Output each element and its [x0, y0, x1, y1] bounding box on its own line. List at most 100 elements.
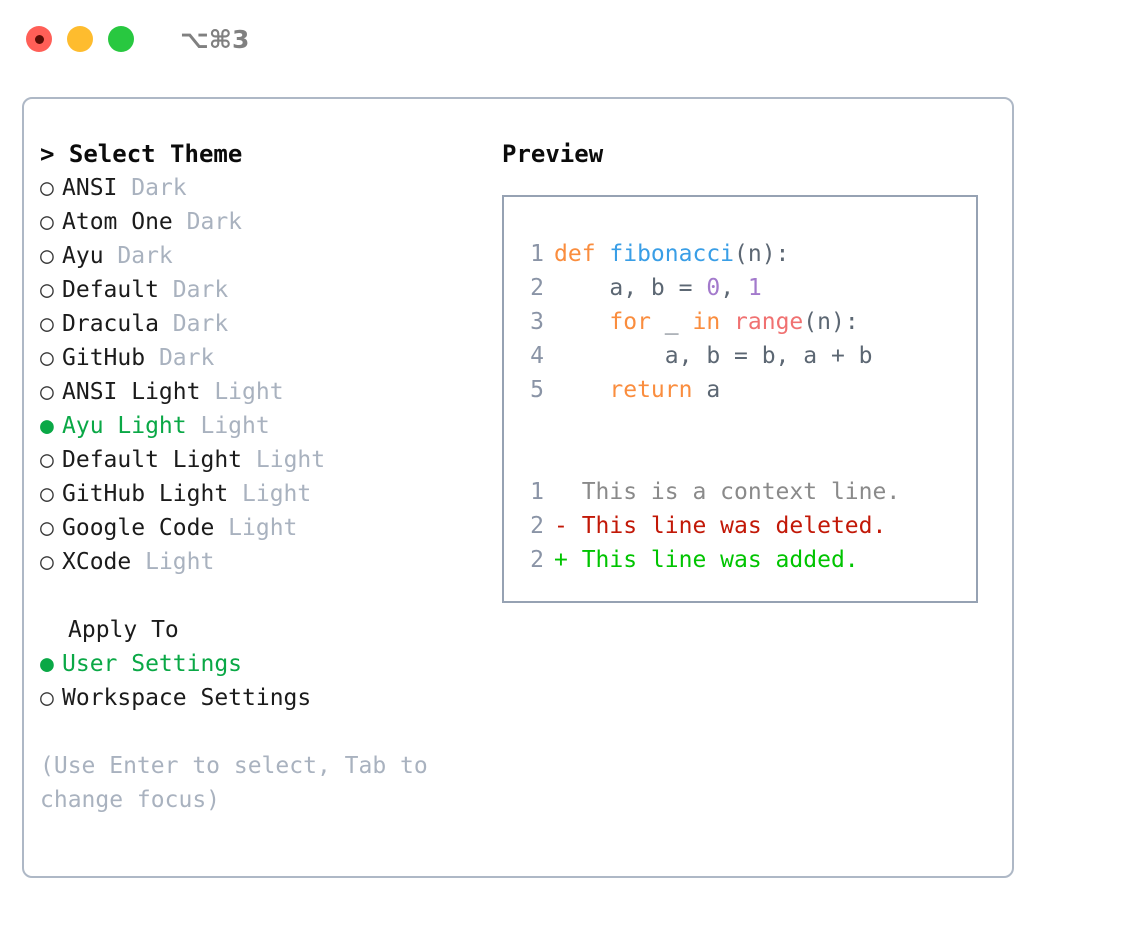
- apply-to-option-label: Workspace Settings: [62, 685, 312, 711]
- theme-option-github[interactable]: ○GitHub Dark: [40, 341, 470, 375]
- theme-variant-tag: Dark: [172, 277, 229, 303]
- apply-to-option-workspace-settings[interactable]: ○ Workspace Settings: [40, 681, 470, 715]
- radio-selected-icon: ●: [40, 413, 54, 439]
- theme-option-google-code[interactable]: ○ Google Code Light: [40, 511, 470, 545]
- spacer: [518, 407, 976, 441]
- maximize-button[interactable]: [108, 26, 134, 52]
- theme-option-ansi-light[interactable]: ○ ANSI Light Light: [40, 375, 470, 409]
- token-num: 0: [706, 275, 721, 301]
- radio-unselected-icon: ○: [40, 345, 54, 371]
- token-pln: (n):: [803, 309, 859, 335]
- code-text: return a: [554, 373, 720, 407]
- apply-to-option-user-settings[interactable]: ● User Settings: [40, 647, 470, 681]
- token-pln: a, b: [554, 275, 679, 301]
- token-num: 1: [747, 275, 762, 301]
- code-text: a, b = b, a + b: [554, 339, 873, 373]
- code-line: 2 a, b = 0, 1: [518, 271, 976, 305]
- theme-option-default-light[interactable]: ○ Default Light Light: [40, 443, 470, 477]
- theme-option-label: ANSI: [62, 175, 132, 201]
- theme-option-default[interactable]: ○ Default Dark: [40, 273, 470, 307]
- spacer: [40, 579, 470, 613]
- theme-variant-tag: Dark: [186, 209, 243, 235]
- diff-line-ctx: 1 This is a context line.: [518, 475, 976, 509]
- theme-variant-tag: Dark: [117, 243, 173, 269]
- apply-to-heading: Apply To: [68, 617, 179, 643]
- token-pln: (n):: [734, 241, 790, 267]
- radio-unselected-icon: ○: [40, 685, 54, 711]
- code-line: 5 return a: [518, 373, 976, 407]
- radio-unselected-icon: ○: [40, 447, 54, 473]
- theme-option-ansi[interactable]: ○ ANSI Dark: [40, 171, 470, 205]
- token-pln: [554, 377, 609, 403]
- diff-text: This is a context line.: [554, 479, 901, 505]
- code-text: for _ in range(n):: [554, 305, 859, 339]
- theme-option-ayu-light[interactable]: ● Ayu Light Light: [40, 409, 470, 443]
- line-number: 1: [530, 479, 544, 505]
- diff-text: - This line was deleted.: [554, 513, 887, 539]
- theme-option-dracula[interactable]: ○Dracula Dark: [40, 307, 470, 341]
- theme-list[interactable]: ○ANSI Dark○Atom One Dark○Ayu Dark○Defaul…: [40, 171, 470, 579]
- radio-unselected-icon: ○: [40, 515, 54, 541]
- theme-option-label: Ayu Light: [62, 413, 201, 439]
- theme-option-label: GitHub: [62, 345, 159, 371]
- theme-option-ayu[interactable]: ○ Ayu Dark: [40, 239, 470, 273]
- theme-variant-tag: Light: [200, 413, 270, 439]
- theme-option-label: ANSI Light: [62, 379, 215, 405]
- theme-option-label: Dracula: [62, 311, 173, 337]
- theme-option-label: Ayu: [62, 243, 118, 269]
- select-theme-heading: > Select Theme: [40, 140, 243, 168]
- line-number: 5: [530, 377, 544, 403]
- radio-selected-icon: ●: [40, 651, 54, 677]
- theme-option-xcode[interactable]: ○XCode Light: [40, 545, 470, 579]
- hint-text: (Use Enter to select, Tab to change focu…: [40, 753, 442, 813]
- code-text: def fibonacci(n):: [554, 237, 789, 271]
- theme-option-label: Google Code: [62, 515, 229, 541]
- theme-option-label: Default Light: [62, 447, 256, 473]
- keyboard-shortcut-label: ⌥⌘3: [180, 24, 250, 54]
- theme-variant-tag: Dark: [172, 311, 229, 337]
- radio-unselected-icon: ○: [40, 481, 54, 507]
- token-pln: a: [706, 377, 721, 403]
- apply-to-option-label: User Settings: [62, 651, 243, 677]
- theme-option-atom-one[interactable]: ○Atom One Dark: [40, 205, 470, 239]
- content-panel: > Select Theme ○ANSI Dark○Atom One Dark○…: [22, 97, 1014, 878]
- theme-picker-column: > Select Theme ○ANSI Dark○Atom One Dark○…: [40, 137, 470, 817]
- token-kw: in: [692, 309, 735, 335]
- radio-unselected-icon: ○: [40, 379, 54, 405]
- close-button[interactable]: [26, 26, 52, 52]
- code-line: 3 for _ in range(n):: [518, 305, 976, 339]
- radio-unselected-icon: ○: [40, 175, 54, 201]
- diff-line-del: 2 - This line was deleted.: [518, 509, 976, 543]
- theme-variant-tag: Light: [255, 447, 326, 473]
- theme-variant-tag: Dark: [131, 175, 187, 201]
- token-pln: [554, 309, 609, 335]
- token-pln: ,: [720, 275, 748, 301]
- theme-option-label: Atom One: [62, 209, 187, 235]
- code-line: 1 def fibonacci(n):: [518, 237, 976, 271]
- theme-option-label: Default: [62, 277, 173, 303]
- line-number: 4: [530, 343, 544, 369]
- line-number: 3: [530, 309, 544, 335]
- line-number: 2: [530, 513, 544, 539]
- apply-to-list[interactable]: ● User Settings ○ Workspace Settings: [40, 647, 470, 715]
- line-number: 2: [530, 547, 544, 573]
- token-op: =: [678, 275, 707, 301]
- radio-unselected-icon: ○: [40, 243, 54, 269]
- token-kw: def: [554, 241, 610, 267]
- code-text: a, b = 0, 1: [554, 271, 762, 305]
- code-line: 4 a, b = b, a + b: [518, 339, 976, 373]
- token-kw: for: [609, 309, 665, 335]
- spacer: [518, 441, 976, 475]
- token-kw: return: [609, 377, 707, 403]
- diff-sample: 1 This is a context line. 2 - This line wa…: [518, 475, 976, 577]
- line-number: 1: [530, 241, 544, 267]
- radio-unselected-icon: ○: [40, 277, 54, 303]
- theme-variant-tag: Light: [228, 515, 298, 541]
- minimize-button[interactable]: [67, 26, 93, 52]
- diff-line-add: 2+ This line was added.: [518, 543, 976, 577]
- token-blt: range: [734, 309, 804, 335]
- theme-variant-tag: Light: [214, 379, 284, 405]
- theme-option-github-light[interactable]: ○GitHub Light Light: [40, 477, 470, 511]
